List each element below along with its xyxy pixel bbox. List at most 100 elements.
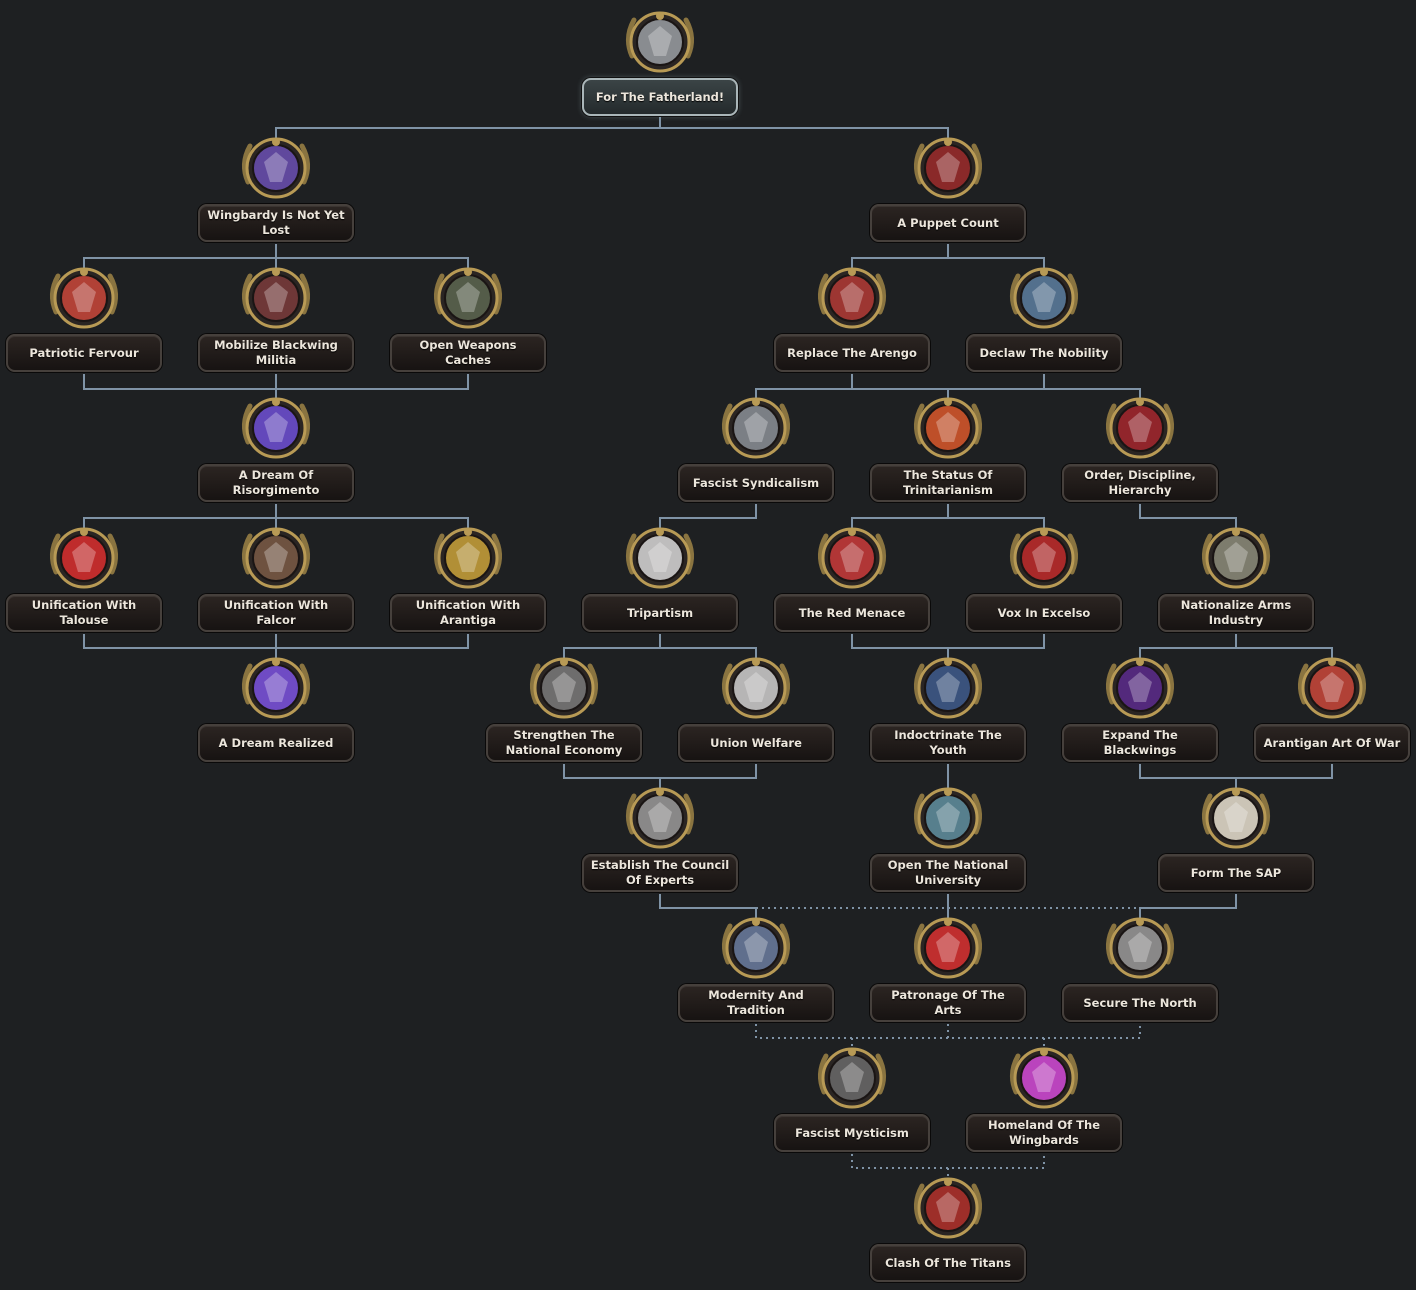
tower-city-icon (618, 776, 702, 860)
focus-modernity-and-tradition[interactable]: Modernity And Tradition (676, 906, 836, 1030)
focus-secure-the-north[interactable]: Secure The North (1060, 906, 1220, 1030)
focus-vox-in-excelso[interactable]: Vox In Excelso (964, 516, 1124, 640)
crossed-swords-crest-icon (234, 126, 318, 210)
focus-title: The Status Of Trinitarianism (903, 468, 993, 497)
raised-fist-icon (42, 256, 126, 340)
focus-title: Indoctrinate The Youth (894, 728, 1002, 757)
crowned-flower-icon (1002, 1036, 1086, 1120)
focus-title: Patriotic Fervour (29, 345, 139, 360)
focus-title: Unification With Falcor (223, 598, 329, 627)
prerequisite-link-23 (660, 647, 757, 660)
focus-title: A Dream Realized (218, 735, 334, 750)
prerequisite-link-26 (1139, 634, 1237, 660)
double-headed-eagle-icon (618, 0, 702, 84)
focus-strengthen-the-national-economy[interactable]: Strengthen The National Economy (484, 646, 644, 770)
painting-icon (906, 906, 990, 990)
focus-unification-with-talouse[interactable]: Unification With Talouse (4, 516, 164, 640)
alliance-handshake-icon (1290, 646, 1374, 730)
mountain-chain-icon (1098, 906, 1182, 990)
focus-title: A Dream Of Risorgimento (232, 468, 320, 497)
focus-title: Union Welfare (710, 735, 802, 750)
prerequisite-link-2 (83, 244, 277, 270)
focus-fascist-mysticism[interactable]: Fascist Mysticism (772, 1036, 932, 1160)
focus-title: Strengthen The National Economy (505, 728, 623, 757)
mystic-tablet-icon (810, 1036, 894, 1120)
focus-open-weapons-caches[interactable]: Open Weapons Caches (388, 256, 548, 380)
focus-title: Fascist Syndicalism (692, 475, 820, 490)
focus-title: Wingbardy Is Not Yet Lost (207, 208, 345, 237)
focus-title: Form The SAP (1190, 865, 1282, 880)
focus-title: Modernity And Tradition (708, 988, 804, 1017)
falcon-icon (234, 516, 318, 600)
focus-title: Fascist Mysticism (795, 1125, 909, 1140)
focus-homeland-of-the-wingbards[interactable]: Homeland Of The Wingbards (964, 1036, 1124, 1160)
focus-for-the-fatherland[interactable]: For The Fatherland! (580, 0, 740, 124)
focus-unification-with-arantiga[interactable]: Unification With Arantiga (388, 516, 548, 640)
prerequisite-link-9 (755, 374, 853, 400)
focus-title: Nationalize Arms Industry (1180, 598, 1292, 627)
focus-order-discipline-hierarchy[interactable]: Order, Discipline, Hierarchy (1060, 386, 1220, 510)
focus-title: Secure The North (1083, 995, 1197, 1010)
focus-arantigan-art-of-war[interactable]: Arantigan Art Of War (1252, 646, 1412, 770)
focus-title: Clash Of The Titans (885, 1255, 1011, 1270)
silver-bird-icon (714, 646, 798, 730)
flask-icon (906, 776, 990, 860)
focus-title: Open The National University (887, 858, 1009, 887)
prerequisite-link-5 (851, 244, 949, 270)
focus-title: Unification With Arantiga (415, 598, 521, 627)
prerequisite-link-16 (659, 504, 757, 530)
focus-a-puppet-count[interactable]: A Puppet Count (868, 126, 1028, 250)
prerequisite-link-13 (83, 504, 277, 530)
focus-declaw-the-nobility[interactable]: Declaw The Nobility (964, 256, 1124, 380)
focus-title: Vox In Excelso (997, 605, 1091, 620)
focus-expand-the-blackwings[interactable]: Expand The Blackwings (1060, 646, 1220, 770)
focus-title: A Puppet Count (897, 215, 999, 230)
focus-establish-the-council-of-experts[interactable]: Establish The Council Of Experts (580, 776, 740, 900)
focus-union-welfare[interactable]: Union Welfare (676, 646, 836, 770)
focus-mobilize-blackwing-militia[interactable]: Mobilize Blackwing Militia (196, 256, 356, 380)
focus-title: Expand The Blackwings (1102, 728, 1178, 757)
focus-title: The Red Menace (798, 605, 906, 620)
focus-wingbardy-is-not-yet-lost[interactable]: Wingbardy Is Not Yet Lost (196, 126, 356, 250)
focus-the-status-of-trinitarianism[interactable]: The Status Of Trinitarianism (868, 386, 1028, 510)
focus-nationalize-arms-industry[interactable]: Nationalize Arms Industry (1156, 516, 1316, 640)
prerequisite-link-6 (948, 257, 1045, 270)
handshake-icon (618, 516, 702, 600)
prerequisite-link-4 (276, 257, 469, 270)
focus-patriotic-fervour[interactable]: Patriotic Fervour (4, 256, 164, 380)
focus-form-the-sap[interactable]: Form The SAP (1156, 776, 1316, 900)
focus-a-dream-of-risorgimento[interactable]: A Dream Of Risorgimento (196, 386, 356, 510)
focus-clash-of-the-titans[interactable]: Clash Of The Titans (868, 1166, 1028, 1290)
focus-the-red-menace[interactable]: The Red Menace (772, 516, 932, 640)
focus-tripartism[interactable]: Tripartism (580, 516, 740, 640)
focus-replace-the-arengo[interactable]: Replace The Arengo (772, 256, 932, 380)
gold-helm-icon (426, 516, 510, 600)
wing-shield-icon (234, 386, 318, 470)
focus-a-dream-realized[interactable]: A Dream Realized (196, 646, 356, 770)
purple-banner-icon (234, 646, 318, 730)
focus-title: For The Fatherland! (595, 89, 725, 104)
red-star-icon (810, 516, 894, 600)
prerequisite-link-17 (851, 504, 949, 530)
focus-title: Establish The Council Of Experts (590, 858, 730, 887)
officer-portrait-icon (234, 256, 318, 340)
prerequisite-link-14 (276, 517, 469, 530)
focus-fascist-syndicalism[interactable]: Fascist Syndicalism (676, 386, 836, 510)
focus-title: Unification With Talouse (31, 598, 137, 627)
eagle-factory-icon (714, 386, 798, 470)
focus-title: Arantigan Art Of War (1263, 735, 1401, 750)
focus-patronage-of-the-arts[interactable]: Patronage Of The Arts (868, 906, 1028, 1030)
laurel-emblem-icon (810, 256, 894, 340)
flame-emblem-icon (906, 386, 990, 470)
focus-unification-with-falcor[interactable]: Unification With Falcor (196, 516, 356, 640)
noble-figure-icon (1002, 256, 1086, 340)
prerequisite-link-19 (1139, 504, 1237, 530)
focus-open-the-national-university[interactable]: Open The National University (868, 776, 1028, 900)
sword-icon (906, 1166, 990, 1250)
prerequisite-link-35 (1139, 894, 1237, 920)
focus-title: Homeland Of The Wingbards (987, 1118, 1101, 1147)
dark-insignia-icon (1098, 646, 1182, 730)
focus-indoctrinate-the-youth[interactable]: Indoctrinate The Youth (868, 646, 1028, 770)
prerequisite-link-22 (563, 634, 661, 660)
